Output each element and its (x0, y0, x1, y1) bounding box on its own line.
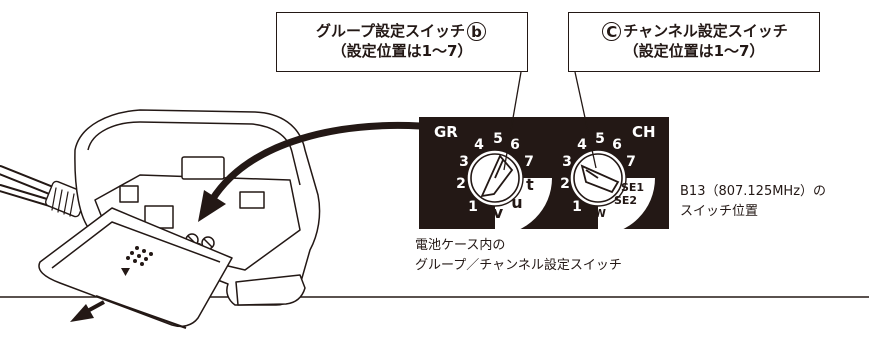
channel-dial-number: 4 (577, 137, 587, 153)
group-dial-number: 5 (493, 131, 503, 147)
channel-dial-number: 7 (626, 154, 636, 170)
cable (0, 165, 88, 218)
channel-dial-number: 1 (572, 199, 582, 215)
group-dial-number: 2 (456, 176, 466, 192)
channel-leader-line (574, 71, 597, 169)
channel-switch-range: （設定位置は1〜7） (623, 42, 765, 60)
direction-arrow-icon (198, 122, 421, 222)
group-dial-letter: u (511, 193, 522, 212)
channel-dial-label: SE2 (614, 194, 637, 207)
channel-dial-number: 5 (595, 131, 605, 147)
group-leader-line (503, 71, 522, 171)
removal-arrow-icon (70, 300, 105, 322)
channel-switch-marker: C (602, 22, 622, 41)
channel-dial-label: SE1 (621, 181, 644, 194)
group-switch-label: グループ設定スイッチ (315, 22, 466, 40)
switch-position-caption: B13（807.125MHz）の スイッチ位置 (680, 182, 826, 222)
group-switch-marker: b (467, 22, 487, 41)
group-dial-letter: t (526, 175, 534, 194)
group-dial-number: 1 (468, 199, 478, 215)
caption-line: グループ／チャンネル設定スイッチ (415, 258, 622, 273)
caption-line: スイッチ位置 (680, 204, 759, 219)
channel-dial-number: 2 (560, 176, 570, 192)
group-dial-number: 4 (474, 137, 484, 153)
group-panel-title: GR (434, 123, 458, 141)
caption-line: 電池ケース内の (415, 238, 506, 253)
channel-dial-label: SW (586, 207, 606, 220)
group-dial-number: 3 (459, 154, 469, 170)
cover-dimples (126, 246, 153, 266)
channel-dial-number: 3 (562, 154, 572, 170)
group-dial-letter: v (493, 203, 504, 222)
channel-dial (569, 149, 655, 235)
caption-line: B13（807.125MHz）の (680, 184, 827, 199)
group-switch-range: （設定位置は1〜7） (331, 42, 473, 60)
group-dial-number: 7 (524, 154, 534, 170)
group-dial-number: 6 (510, 137, 520, 153)
battery-cover (38, 207, 233, 329)
channel-dial-number: 6 (612, 137, 622, 153)
battery-case-caption: 電池ケース内の グループ／チャンネル設定スイッチ (415, 236, 622, 276)
channel-panel-title: CH (632, 123, 656, 141)
channel-switch-label: チャンネル設定スイッチ (623, 22, 788, 40)
